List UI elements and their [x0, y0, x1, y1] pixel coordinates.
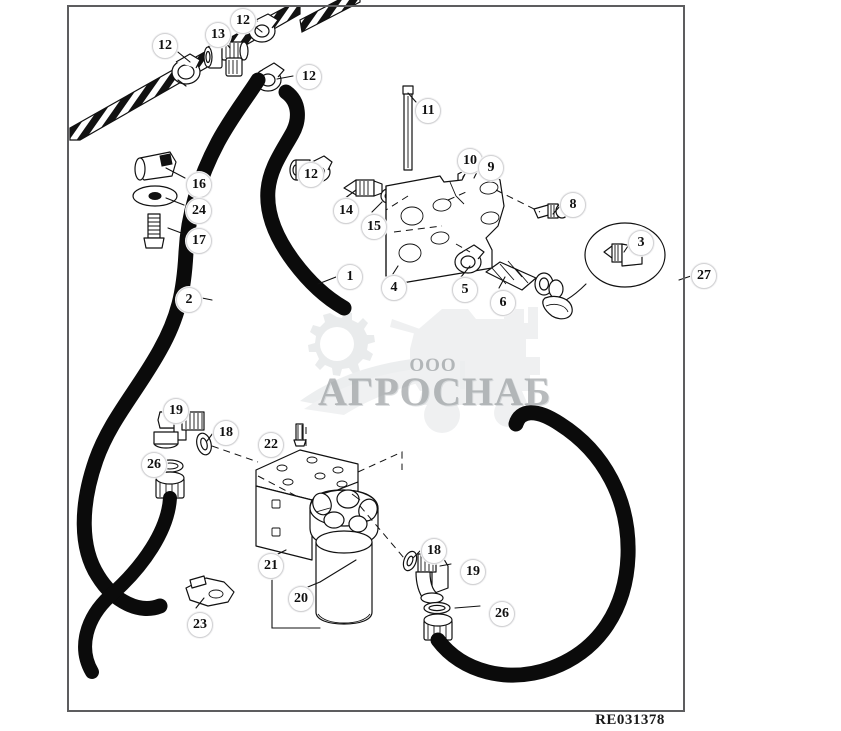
callout-label: 12	[236, 13, 250, 28]
callout-24[interactable]: 24	[186, 198, 212, 224]
callout-15[interactable]: 15	[361, 214, 387, 240]
washer-24	[132, 185, 178, 207]
callout-label: 24	[192, 203, 206, 218]
callout-label: 1	[346, 269, 354, 284]
callout-12[interactable]: 12	[296, 64, 322, 90]
callout-2[interactable]: 2	[176, 287, 202, 313]
callout-17[interactable]: 17	[186, 228, 212, 254]
callout-label: 10	[463, 153, 477, 168]
callout-26[interactable]: 26	[489, 601, 515, 627]
callout-label: 5	[461, 282, 469, 297]
callout-label: 26	[495, 606, 509, 621]
bracket-bolt	[293, 423, 307, 447]
diagram-frame	[67, 5, 685, 712]
hose-end-nut-right	[423, 613, 453, 641]
callout-13[interactable]: 13	[205, 22, 231, 48]
hose-end-nut-left	[155, 471, 185, 499]
callout-12[interactable]: 12	[298, 162, 324, 188]
bolt-17	[143, 213, 165, 249]
hose-assembly-6	[485, 260, 564, 299]
callout-label: 14	[339, 203, 353, 218]
callout-label: 3	[637, 235, 645, 250]
callout-label: 22	[264, 437, 278, 452]
hose-clip-23	[185, 575, 235, 607]
callout-22[interactable]: 22	[258, 432, 284, 458]
oring-18-left	[196, 432, 212, 456]
callout-label: 12	[302, 69, 316, 84]
callout-leaders	[157, 23, 692, 629]
callout-14[interactable]: 14	[333, 198, 359, 224]
hose-lower-left	[78, 491, 177, 679]
callout-label: 27	[697, 268, 711, 283]
callout-20[interactable]: 20	[288, 586, 314, 612]
hose-1	[260, 84, 352, 316]
callout-label: 18	[427, 543, 441, 558]
hose-tee-13	[203, 41, 249, 77]
callout-label: 15	[367, 219, 381, 234]
callout-26[interactable]: 26	[141, 452, 167, 478]
callout-label: 18	[219, 425, 233, 440]
callout-5[interactable]: 5	[452, 277, 478, 303]
callout-label: 17	[192, 233, 206, 248]
oring-18-right	[402, 550, 418, 572]
callout-8[interactable]: 8	[560, 192, 586, 218]
callout-23[interactable]: 23	[187, 612, 213, 638]
hose-right-large	[430, 405, 636, 683]
callout-label: 11	[421, 103, 435, 118]
hose-clamp-12b	[248, 13, 279, 43]
hose-stub-right	[542, 295, 573, 320]
callout-4[interactable]: 4	[381, 275, 407, 301]
callout-21[interactable]: 21	[258, 553, 284, 579]
callout-label: 12	[158, 38, 172, 53]
callout-9[interactable]: 9	[478, 155, 504, 181]
callout-label: 4	[390, 280, 398, 295]
callout-18[interactable]: 18	[213, 420, 239, 446]
callout-label: 19	[169, 403, 183, 418]
callout-19[interactable]: 19	[460, 559, 486, 585]
callout-6[interactable]: 6	[490, 290, 516, 316]
callout-label: 9	[487, 160, 495, 175]
callout-label: 8	[569, 197, 577, 212]
hose-clip-16	[134, 151, 177, 181]
callout-19[interactable]: 19	[163, 398, 189, 424]
callout-3[interactable]: 3	[628, 230, 654, 256]
callout-label: 20	[294, 591, 308, 606]
callout-label: 13	[211, 27, 225, 42]
callout-label: 2	[185, 292, 193, 307]
callout-18[interactable]: 18	[421, 538, 447, 564]
callout-label: 6	[499, 295, 507, 310]
assembly-dashed-lines	[211, 189, 541, 559]
figure-code: RE031378	[595, 712, 665, 728]
hose-2	[76, 72, 266, 616]
callout-label: 21	[264, 558, 278, 573]
callout-label: 23	[193, 617, 207, 632]
callout-1[interactable]: 1	[337, 264, 363, 290]
callout-label: 12	[304, 167, 318, 182]
braided-cable-top-right	[299, 0, 361, 33]
filter-assembly-20	[309, 489, 379, 625]
oring-26-right	[423, 601, 451, 615]
callout-label: 19	[466, 564, 480, 579]
callout-16[interactable]: 16	[186, 172, 212, 198]
callout-label: 16	[192, 177, 206, 192]
long-bolt-11	[402, 85, 414, 171]
callout-12[interactable]: 12	[230, 8, 256, 34]
callout-27[interactable]: 27	[691, 263, 717, 289]
callout-11[interactable]: 11	[415, 98, 441, 124]
callout-12[interactable]: 12	[152, 33, 178, 59]
callout-label: 26	[147, 457, 161, 472]
